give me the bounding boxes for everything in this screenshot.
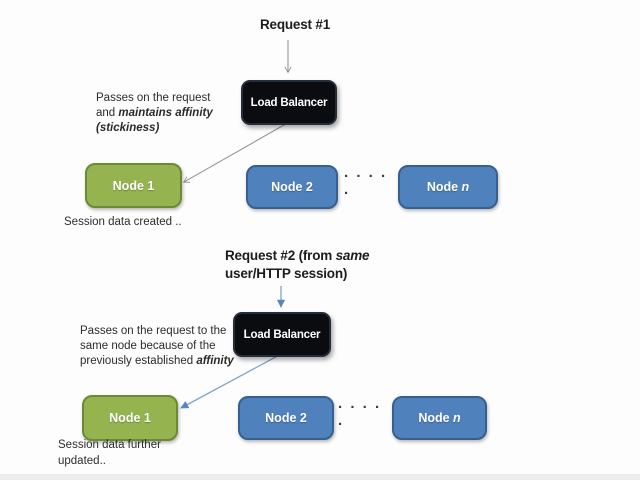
lb1-note: Passes on the request and maintains affi… bbox=[96, 91, 230, 137]
lb1-note-emphasis: maintains affinity (stickiness) bbox=[96, 107, 213, 135]
node1-top-label: Node 1 bbox=[112, 178, 155, 193]
session-caption-2: Session data further updated.. bbox=[58, 438, 176, 469]
noden-top-label: Node n bbox=[427, 180, 469, 194]
noden-top-label-pre: Node bbox=[426, 180, 462, 194]
request2-title: Request #2 (from same user/HTTP session) bbox=[225, 247, 393, 282]
bottom-edge-strip bbox=[0, 474, 640, 480]
node2-box-bottom: Node 2 bbox=[238, 396, 334, 440]
lb1-note-text: Passes on the request and bbox=[96, 92, 211, 120]
noden-box-top: Node n bbox=[398, 165, 498, 209]
noden-bottom-label: Node n bbox=[418, 411, 460, 425]
request1-title: Request #1 bbox=[210, 16, 380, 34]
ellipsis-dots-bottom-text: . . . . . bbox=[338, 395, 382, 429]
node2-box-top: Node 2 bbox=[246, 165, 338, 209]
noden-top-label-n: n bbox=[461, 180, 470, 194]
node1-bottom-label: Node 1 bbox=[109, 411, 151, 425]
ellipsis-dots-top: . . . . . bbox=[344, 161, 396, 201]
node2-bottom-label: Node 2 bbox=[265, 411, 307, 425]
request1-title-text: Request #1 bbox=[259, 17, 331, 32]
load-balancer-1-box: Load Balancer bbox=[241, 80, 337, 125]
lb2-note-emphasis: affinity bbox=[196, 355, 234, 368]
lb2-note: Passes on the request to the same node b… bbox=[80, 324, 242, 370]
session-caption-1: Session data created .. bbox=[64, 215, 234, 231]
request2-title-pre: Request #2 (from bbox=[225, 248, 336, 263]
node2-top-label: Node 2 bbox=[271, 180, 313, 194]
session-caption-1-text: Session data created .. bbox=[64, 216, 182, 228]
node1-box-top: Node 1 bbox=[85, 163, 182, 208]
lb2-note-text: Passes on the request to the same node b… bbox=[80, 325, 227, 368]
ellipsis-dots-top-text: . . . . . bbox=[344, 164, 388, 198]
load-balancer-2-box: Load Balancer bbox=[233, 312, 331, 357]
noden-bottom-label-n: n bbox=[453, 411, 461, 425]
load-balancer-2-label: Load Balancer bbox=[243, 328, 321, 341]
ellipsis-dots-bottom: . . . . . bbox=[338, 392, 392, 432]
noden-box-bottom: Node n bbox=[392, 396, 487, 440]
session-caption-2-text: Session data further updated.. bbox=[58, 439, 161, 467]
noden-bottom-label-pre: Node bbox=[418, 411, 454, 425]
request2-title-emphasis: same bbox=[335, 248, 370, 263]
load-balancer-1-label: Load Balancer bbox=[250, 96, 328, 109]
request2-title-post: user/HTTP session) bbox=[225, 265, 348, 281]
node1-box-bottom: Node 1 bbox=[82, 395, 178, 441]
